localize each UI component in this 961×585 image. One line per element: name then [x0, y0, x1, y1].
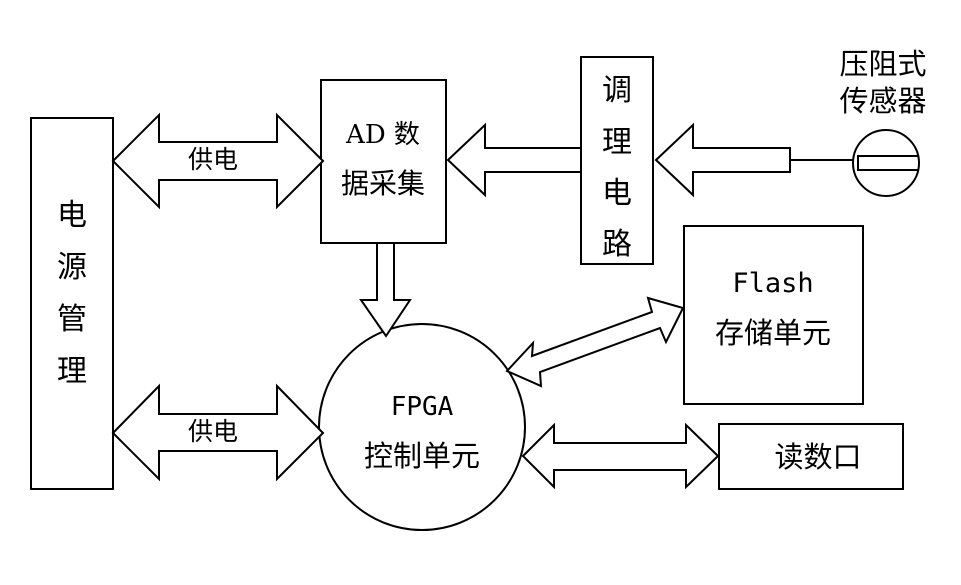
ad-block-line1: AD 数 [345, 120, 420, 150]
flash-label-line2: 存储单元 [715, 316, 831, 350]
power-management-block: 电 源 管 理 [30, 117, 114, 490]
sensor-label-line1: 压阻式 [839, 47, 926, 81]
ad-acquisition-block: AD 数 据采集 [320, 79, 447, 244]
flash-storage-block: Flash 存储单元 [683, 225, 864, 405]
arrow-ad-to-fpga [359, 242, 412, 338]
fpga-label-line2: 控制单元 [364, 439, 480, 473]
readout-port-block: 读数口 [718, 423, 904, 490]
power-management-char-1: 电 [57, 198, 87, 233]
arrow-fpga-readout [521, 422, 720, 490]
fpga-label-line1: FPGA [391, 392, 454, 422]
sensor: 压阻式 传感器 [839, 47, 927, 197]
flash-label-line1: Flash [732, 268, 813, 299]
conditioning-circuit-block: 调 理 电 路 [580, 56, 654, 265]
power-arrow-top-label: 供电 [188, 145, 238, 174]
power-arrow-top: 供电 [111, 112, 325, 210]
sensor-symbol [852, 129, 920, 197]
arrow-sensor-to-conditioning [654, 122, 853, 198]
conditioning-char-1: 调 [602, 73, 632, 108]
power-management-char-4: 理 [57, 354, 87, 389]
readout-label: 读数口 [774, 440, 861, 474]
power-arrow-bottom-label: 供电 [188, 417, 238, 446]
arrow-conditioning-to-ad [446, 122, 582, 198]
power-management-char-2: 源 [57, 250, 87, 285]
fpga-control-unit: FPGA 控制单元 [318, 323, 526, 531]
sensor-symbol-mark [857, 155, 918, 171]
power-arrow-bottom: 供电 [111, 383, 325, 482]
arrow-fpga-flash [505, 296, 685, 388]
conditioning-char-2: 理 [602, 125, 632, 160]
ad-block-line2: 据采集 [341, 167, 425, 200]
sensor-label-line2: 传感器 [839, 84, 926, 118]
conditioning-char-4: 路 [602, 227, 632, 262]
conditioning-char-3: 电 [602, 176, 632, 211]
power-management-char-3: 管 [57, 302, 87, 337]
